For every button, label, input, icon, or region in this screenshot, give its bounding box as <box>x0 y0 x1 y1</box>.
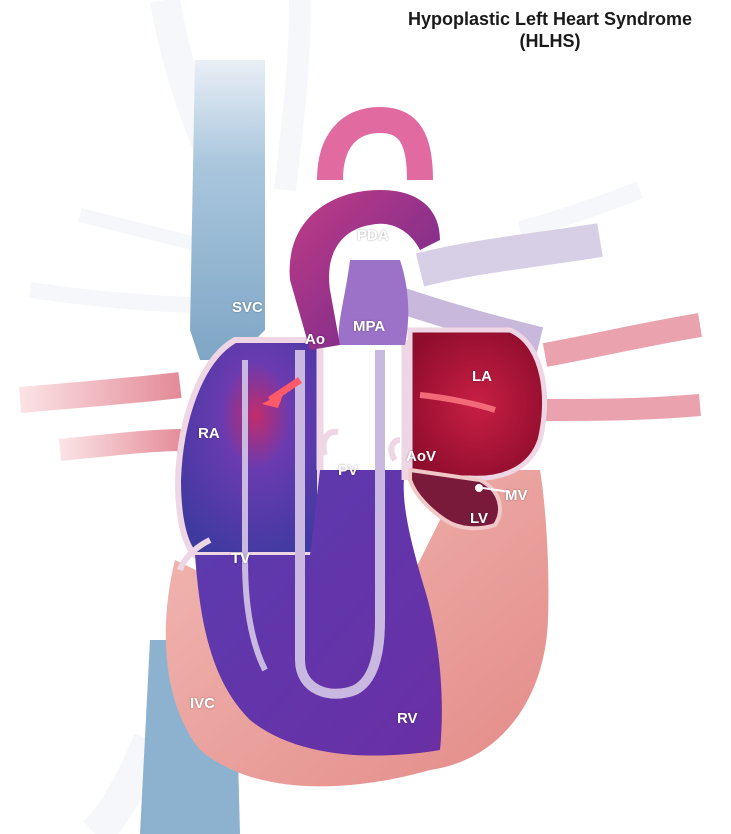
pulmonary-valve <box>323 432 338 455</box>
label-tv: TV <box>231 550 250 567</box>
label-pv: PV <box>338 462 358 479</box>
title-line-1: Hypoplastic Left Heart Syndrome <box>380 8 720 30</box>
label-pda: PDA <box>357 227 389 244</box>
pda-vessel <box>330 120 420 180</box>
label-ivc: IVC <box>190 695 215 712</box>
label-svc: SVC <box>232 299 263 316</box>
pulmonary-artery-branch <box>420 240 600 270</box>
title-line-2: (HLHS) <box>380 30 720 52</box>
pulmonary-vein-left-lower <box>60 440 185 450</box>
pulmonary-vein-right-upper <box>545 325 700 355</box>
label-aov: AoV <box>406 448 436 465</box>
label-ra: RA <box>198 425 220 442</box>
label-rv: RV <box>397 710 418 727</box>
pulmonary-vein-left-upper <box>20 385 180 400</box>
label-mv: MV <box>505 487 528 504</box>
diagram-title: Hypoplastic Left Heart Syndrome (HLHS) <box>380 8 720 52</box>
label-mpa: MPA <box>353 318 385 335</box>
aortic-valve <box>391 440 400 460</box>
label-la: LA <box>472 368 492 385</box>
mitral-valve-marker <box>475 484 483 492</box>
label-lv: LV <box>470 510 488 527</box>
pulmonary-vein-right-lower <box>540 405 700 410</box>
label-ao: Ao <box>305 331 325 348</box>
